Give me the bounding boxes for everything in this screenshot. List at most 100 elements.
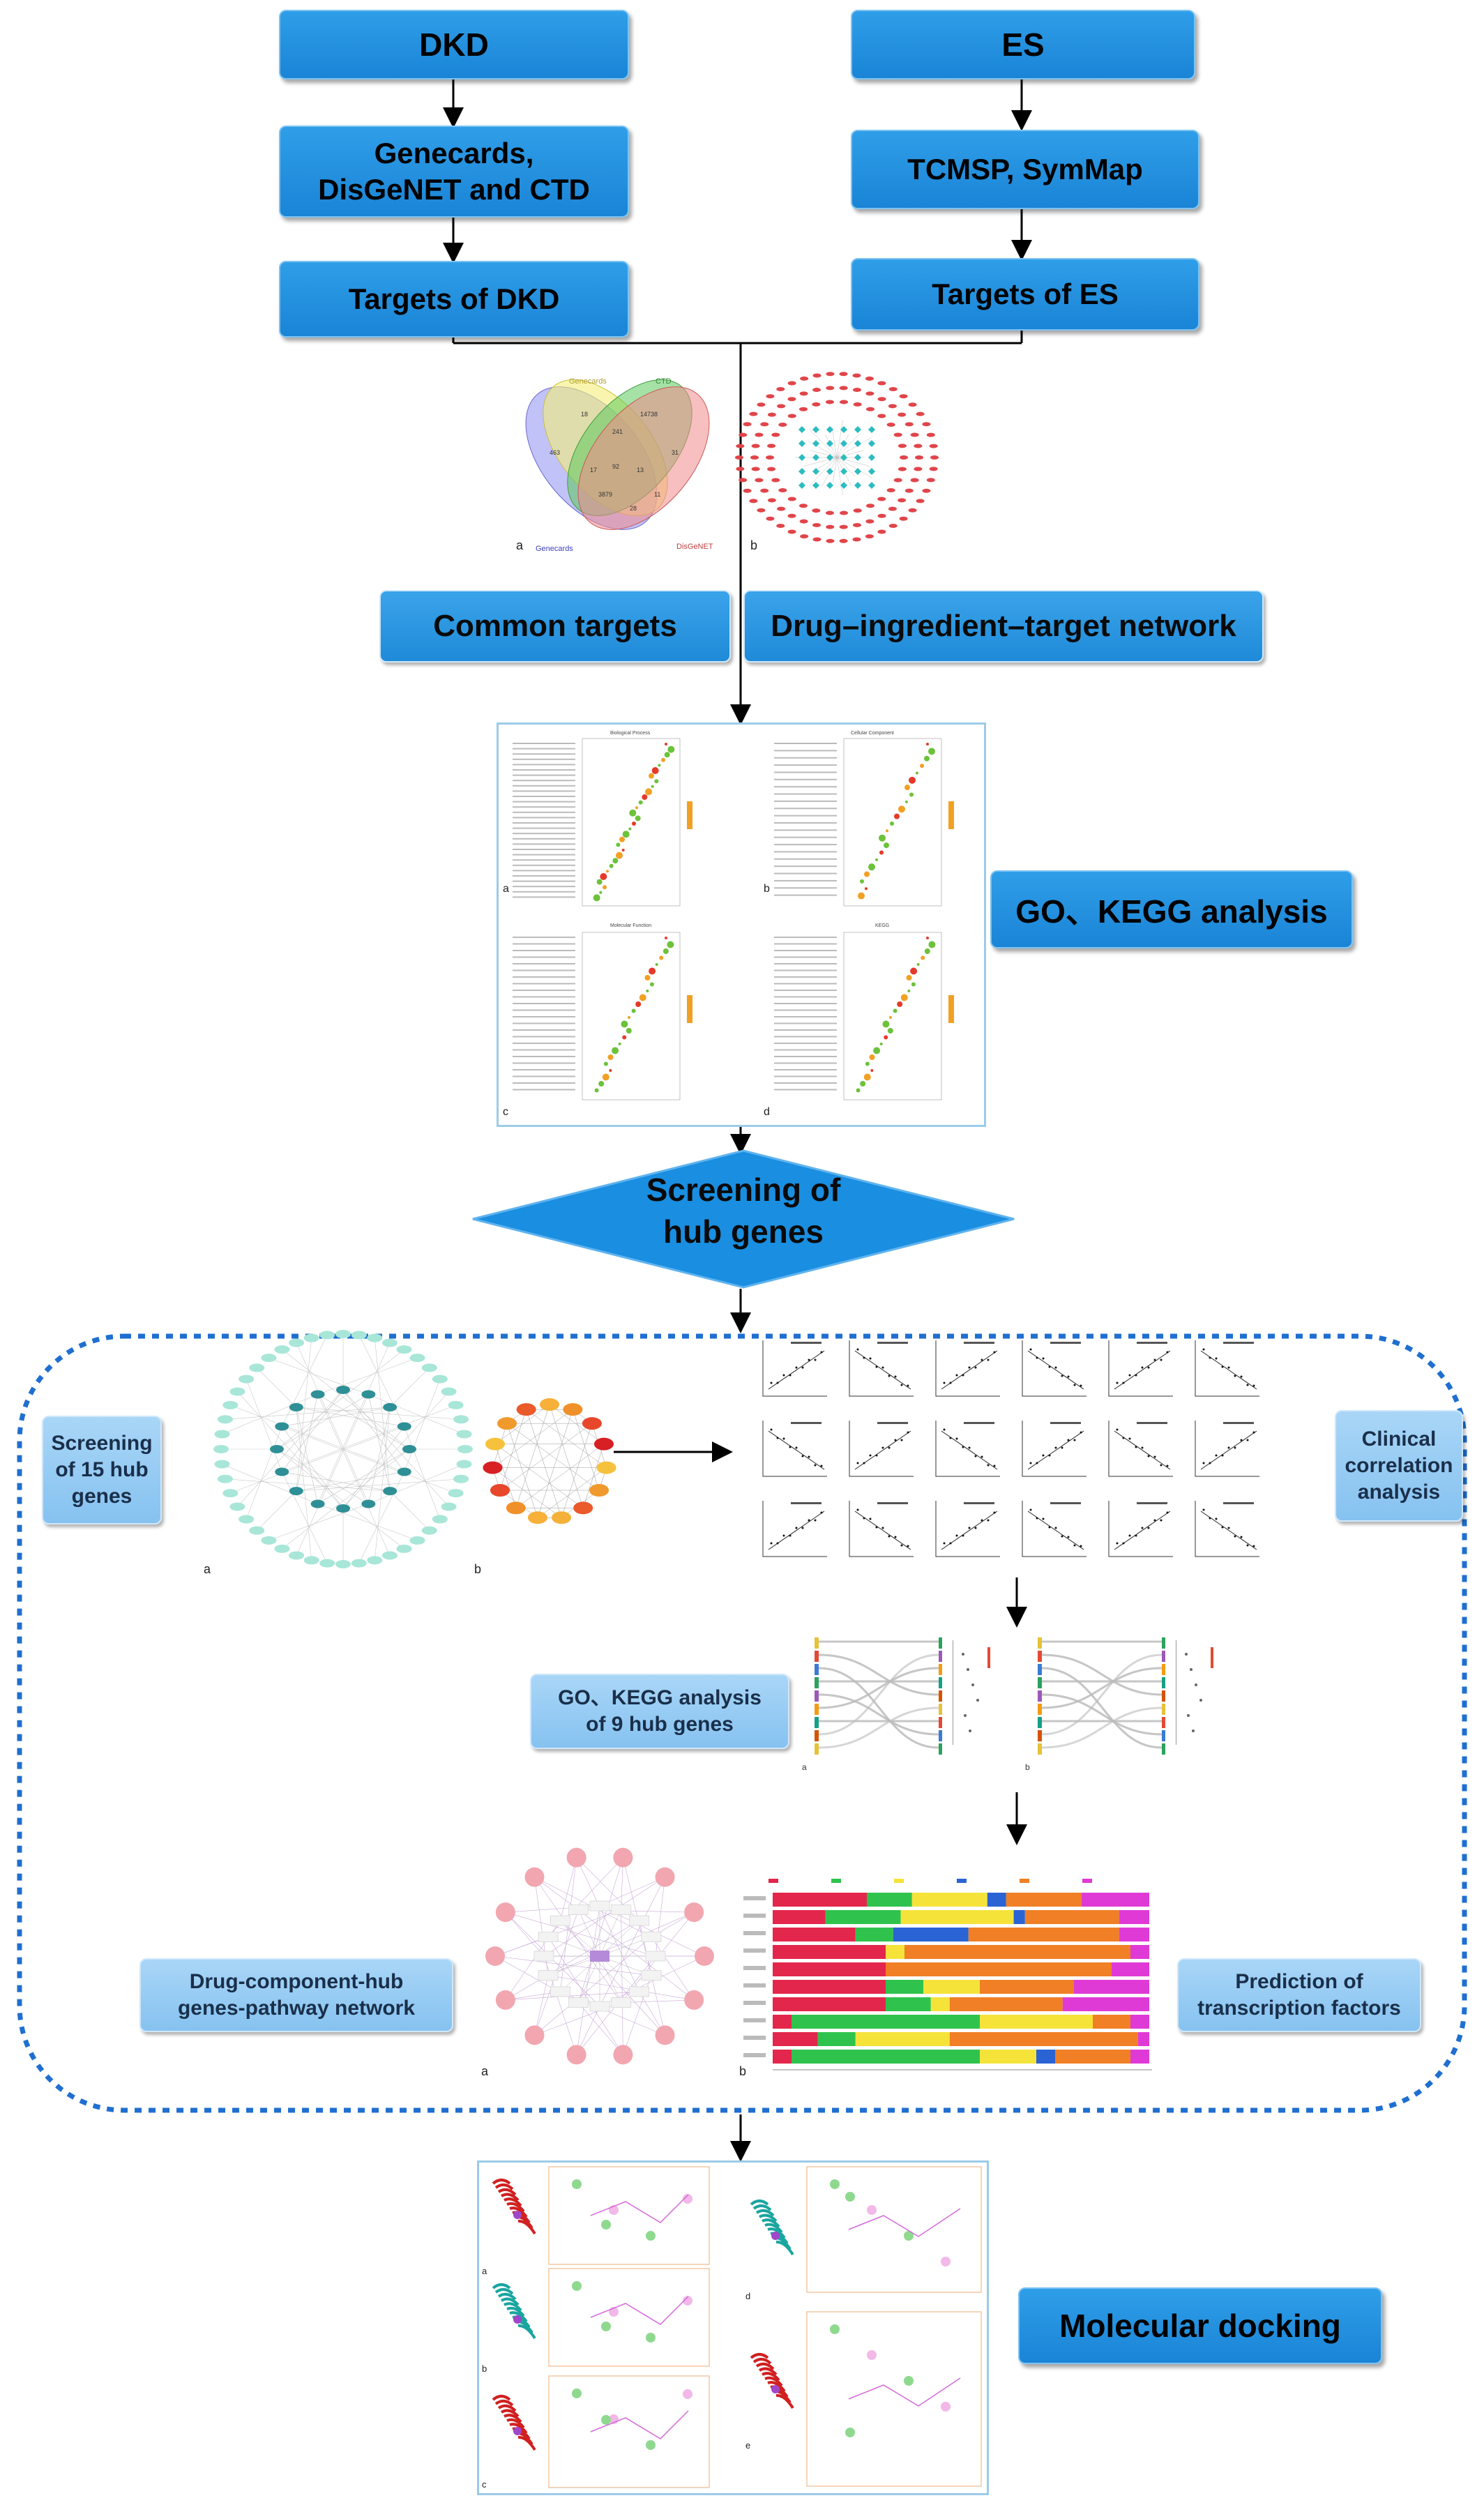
dotplot-term-label bbox=[513, 1029, 575, 1031]
hub-node bbox=[563, 1403, 583, 1416]
network-target-node bbox=[760, 488, 769, 493]
hub-node bbox=[497, 1417, 517, 1430]
scatter-stat-text bbox=[877, 1502, 908, 1504]
tf-bar-segment bbox=[886, 1997, 931, 2011]
tf-bar-segment bbox=[773, 1962, 886, 1976]
dock-label-d: d bbox=[745, 2291, 750, 2301]
scatter-point bbox=[888, 1535, 891, 1538]
tf-panel-label: b bbox=[739, 2064, 747, 2078]
dotplot-dot bbox=[667, 745, 675, 753]
docking-protein-ribbon bbox=[492, 2283, 511, 2289]
dotplot-term-label bbox=[774, 743, 837, 744]
docking-residue bbox=[867, 2205, 877, 2215]
tf-bar-segment bbox=[1119, 1910, 1149, 1924]
scatter-point bbox=[1153, 1519, 1156, 1522]
dotplot-term-label bbox=[513, 1016, 575, 1017]
scatter-point bbox=[1135, 1446, 1137, 1448]
scatter-point bbox=[1252, 1384, 1255, 1387]
docking-protein-ribbon bbox=[494, 2400, 514, 2407]
dc-edge bbox=[578, 1909, 695, 2001]
tf-row-label bbox=[743, 2018, 766, 2022]
ppi-edge bbox=[342, 1389, 405, 1472]
network-ingredient-node bbox=[798, 440, 805, 447]
dotplot-dot bbox=[926, 937, 929, 939]
dotplot-dot bbox=[661, 757, 665, 762]
sankey-term-bar bbox=[939, 1651, 942, 1662]
dotplot-frame bbox=[582, 738, 681, 907]
docking-images: a b c d e bbox=[482, 2166, 982, 2490]
scatter-point bbox=[1141, 1527, 1144, 1529]
hub-edge bbox=[573, 1409, 600, 1491]
go-kegg-9-sankey-plots: a b bbox=[799, 1633, 1232, 1772]
network-target-node bbox=[766, 455, 774, 460]
scatter-point bbox=[894, 1536, 897, 1538]
dotplot-term-label bbox=[513, 827, 575, 829]
go-kegg-dotplots-panel: Biological Process Cellular Component Mo… bbox=[497, 722, 986, 1127]
ppi-hub-node bbox=[397, 1422, 411, 1431]
docking-protein-ribbon bbox=[517, 2324, 536, 2340]
network-target-node bbox=[755, 478, 764, 483]
dotplot-dot bbox=[869, 1054, 875, 1060]
dotplot-dot bbox=[635, 806, 638, 810]
network-target-node bbox=[922, 422, 931, 427]
tf-bar-segment bbox=[867, 1893, 912, 1907]
sankey-dot bbox=[969, 1729, 971, 1732]
dc-edge bbox=[599, 1877, 665, 2007]
hub-node bbox=[506, 1501, 526, 1515]
network-target-node bbox=[771, 432, 780, 437]
scatter-stat-text bbox=[791, 1342, 821, 1344]
ppi-node bbox=[448, 1400, 464, 1409]
scatter-fit-line bbox=[854, 1511, 911, 1550]
databases-box: Genecards,DisGeNET and CTD bbox=[279, 126, 629, 218]
dotplot-term-label bbox=[513, 976, 575, 978]
hub-node bbox=[527, 1511, 547, 1524]
sankey-term-bar bbox=[939, 1704, 942, 1715]
scatter-point bbox=[1029, 1462, 1032, 1464]
scatter-point bbox=[1042, 1357, 1045, 1360]
scatter-point bbox=[907, 1431, 909, 1434]
dotplot-term-label bbox=[513, 875, 575, 877]
docking-protein-ribbon bbox=[492, 2179, 511, 2185]
dotplot-dot bbox=[864, 871, 870, 877]
scatter-point bbox=[1166, 1511, 1169, 1514]
docking-protein-ribbon bbox=[500, 2193, 520, 2202]
network-edge bbox=[809, 457, 838, 486]
network-ingredient-node bbox=[812, 468, 819, 475]
dc-gene-node bbox=[550, 1986, 570, 1997]
dotplot-term-label bbox=[774, 757, 837, 759]
network-target-node bbox=[852, 388, 861, 393]
sankey-term-bar bbox=[1162, 1677, 1165, 1688]
tf-bar-segment bbox=[949, 1997, 1063, 2011]
dotplot-dot bbox=[649, 773, 654, 779]
dotplot-dot bbox=[629, 809, 637, 817]
sankey-dot bbox=[1199, 1699, 1202, 1702]
network-target-node bbox=[777, 404, 786, 409]
dotplot-dot bbox=[609, 863, 614, 868]
scatter-point bbox=[875, 1454, 878, 1457]
dc-edge bbox=[548, 1975, 695, 2001]
scatter-point bbox=[1061, 1535, 1063, 1538]
ppi-node bbox=[217, 1474, 233, 1483]
scatter-point bbox=[795, 1527, 798, 1529]
scatter-point bbox=[1036, 1517, 1038, 1520]
scatter-point bbox=[1122, 1437, 1125, 1439]
scatter-point bbox=[907, 1384, 909, 1387]
venn-label-1: Genecards bbox=[569, 377, 607, 386]
svg-text:28: 28 bbox=[630, 505, 637, 512]
scatter-axes bbox=[849, 1501, 914, 1557]
docking-protein-ribbon bbox=[752, 2204, 772, 2211]
scatter-stat-text bbox=[1137, 1422, 1167, 1424]
network-target-node bbox=[757, 508, 766, 513]
sankey-gene-bar bbox=[815, 1677, 819, 1688]
network-target-node bbox=[751, 444, 760, 448]
sankey-flow bbox=[818, 1667, 939, 1709]
scatter-point bbox=[770, 1542, 773, 1545]
docking-protein-ribbon bbox=[775, 2393, 794, 2409]
sankey-flow bbox=[1041, 1667, 1163, 1709]
scatter-point bbox=[1073, 1439, 1076, 1441]
network-target-node bbox=[898, 467, 907, 471]
tcmsp-box: TCMSP, SymMap bbox=[851, 130, 1199, 209]
network-target-node bbox=[853, 508, 862, 513]
docking-protein-ribbon bbox=[758, 2367, 778, 2376]
